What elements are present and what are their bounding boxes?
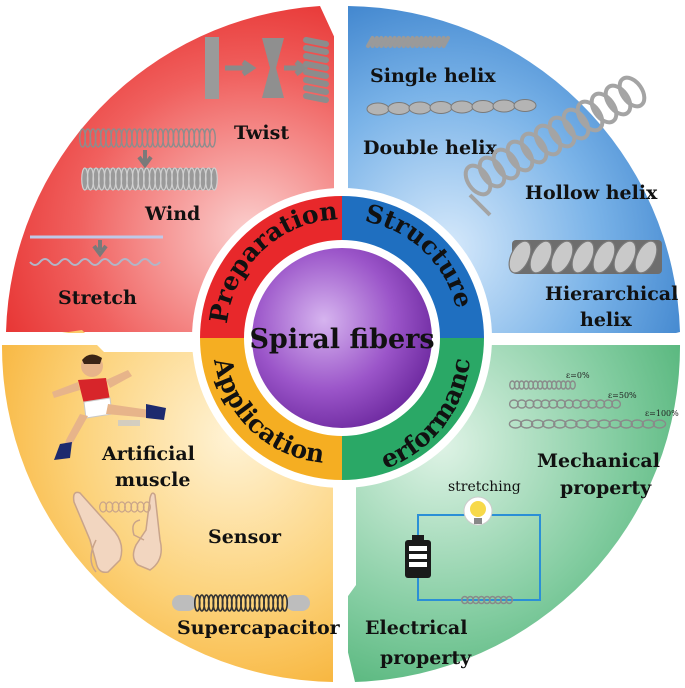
center-title: Spiral fibers [249,324,434,355]
label-electrical-property: property [380,647,472,669]
label-wind: Wind [144,203,200,225]
label-hierarchical: Hierarchical [545,283,678,305]
mechanical-springs-illustration [508,380,667,429]
label-double-helix: Double helix [363,137,498,159]
label-hollow-helix: Hollow helix [525,182,658,204]
stretch-illustration [29,235,163,266]
single-helix-illustration [366,36,450,48]
label-supercapacitor: Supercapacitor [177,617,341,639]
label-hierarchical-helix: helix [580,309,632,331]
strain-label-0: ε=0% [566,371,590,380]
strain-label-100: ε=100% [645,409,679,418]
label-electrical: Electrical [365,617,467,639]
hollow-helix-illustration [463,75,647,217]
double-helix-illustration [366,99,537,116]
label-mechanical-property: property [560,477,652,499]
label-twist: Twist [234,122,289,144]
label-sensor: Sensor [208,526,282,548]
circuit-illustration [405,496,541,605]
twist-illustration [205,37,329,103]
label-single-helix: Single helix [370,65,496,87]
supercapacitor-illustration [172,594,310,612]
label-stretching: stretching [448,479,521,495]
wind-illustration [79,128,218,191]
label-mechanical: Mechanical [537,450,660,472]
strain-label-50: ε=50% [608,391,637,400]
hierarchical-helix-illustration [508,240,662,274]
runner-illustration [52,354,166,460]
label-stretch: Stretch [58,287,137,309]
center-circle [252,248,432,428]
finger-illustration [72,491,162,574]
label-artificial: Artificial [101,443,195,465]
label-artificial-muscle: muscle [115,469,191,491]
